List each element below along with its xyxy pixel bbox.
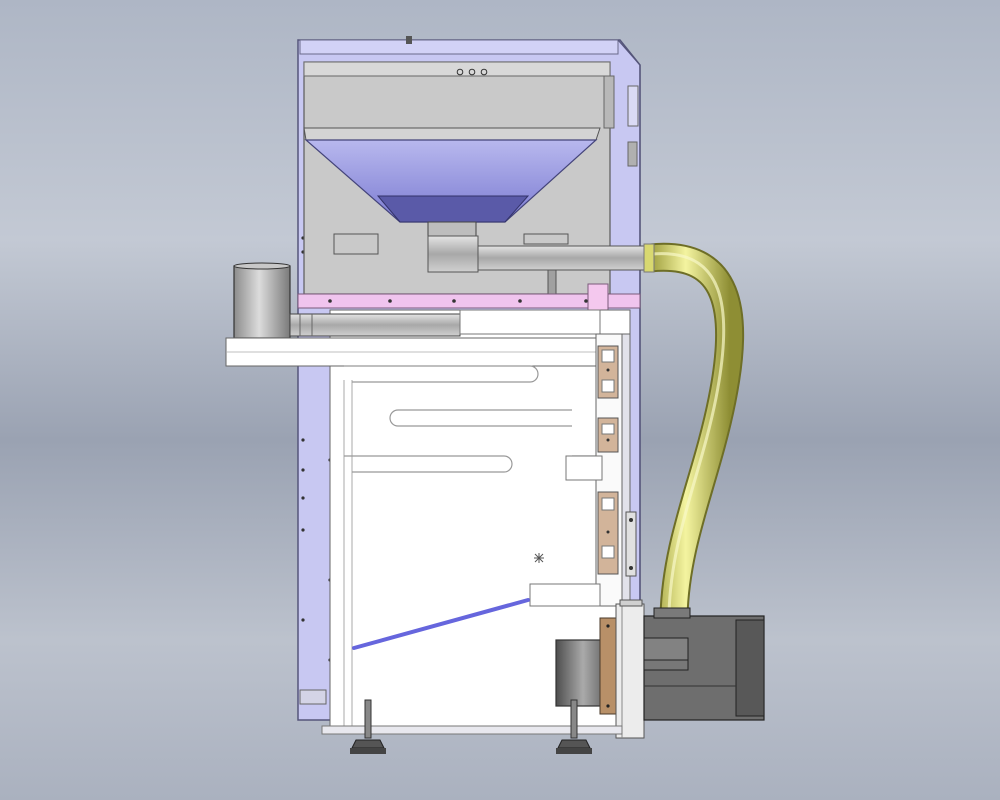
center-marker <box>534 553 544 563</box>
grate-bar <box>352 598 530 650</box>
pellet-burner <box>555 599 645 739</box>
fuel-hopper <box>303 127 601 237</box>
collar-band <box>297 283 641 315</box>
foot-left <box>350 699 386 754</box>
feed-auger-tube <box>427 235 657 301</box>
inspection-hatches <box>597 345 619 575</box>
leveling-feet <box>321 699 623 754</box>
side-cylinder <box>233 262 291 339</box>
burner-motor-housing <box>643 607 765 721</box>
foot-right <box>556 699 592 754</box>
flexible-feed-hose <box>643 242 745 617</box>
